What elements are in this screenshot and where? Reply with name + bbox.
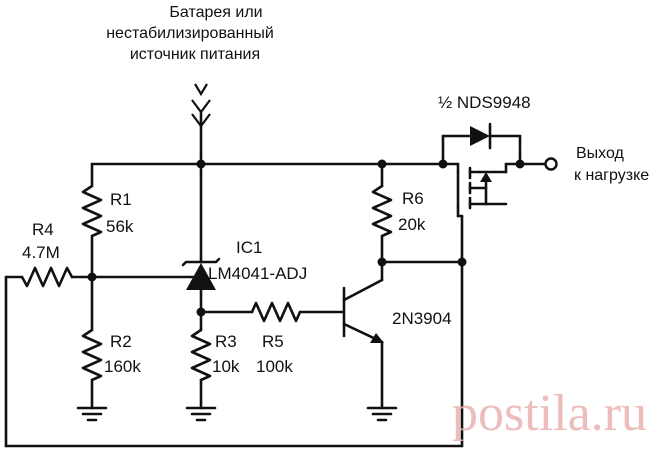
r2-name: R2 [110,332,132,351]
r2-value: 160k [104,357,141,376]
r6-value: 20k [398,215,426,234]
ic1-part: LM4041-ADJ [208,264,307,283]
resistor-r5 [199,301,344,323]
r5-value: 100k [256,357,293,376]
r6-name: R6 [402,189,424,208]
output-terminal [544,157,558,171]
mosfet-part: ½ NDS9948 [438,93,531,112]
r3-name: R3 [215,332,237,351]
junction-dot [457,257,467,267]
mosfet-nds9948 [441,122,547,218]
q1-part: 2N3904 [392,309,452,328]
supply-label-line1: Батарея или [169,4,262,21]
ic1-name: IC1 [236,238,262,257]
r5-name: R5 [262,332,284,351]
junction-dot [515,159,525,169]
r3-value: 10k [212,357,240,376]
r4-name: R4 [32,220,54,239]
resistor-r2 [76,328,108,422]
resistor-r1 [81,162,103,332]
zener-ic1 [181,162,221,332]
transistor-q1 [342,278,398,422]
r4-value: 4.7M [22,243,60,262]
watermark-logo: postila.ru [452,385,647,442]
r1-value: 56k [106,217,134,236]
resistor-r4 [4,214,464,448]
r1-name: R1 [110,190,132,209]
svg-text:postila.ru: postila.ru [452,385,647,442]
supply-label-line2: нестабилизированный [106,25,274,42]
output-label-line1: Выход [576,145,625,162]
supply-input-arrow [191,83,211,166]
supply-label-line3: источник питания [130,46,260,63]
output-label-line2: к нагрузке [574,167,649,184]
junction-dot [196,272,206,282]
resistor-r3 [185,328,217,422]
